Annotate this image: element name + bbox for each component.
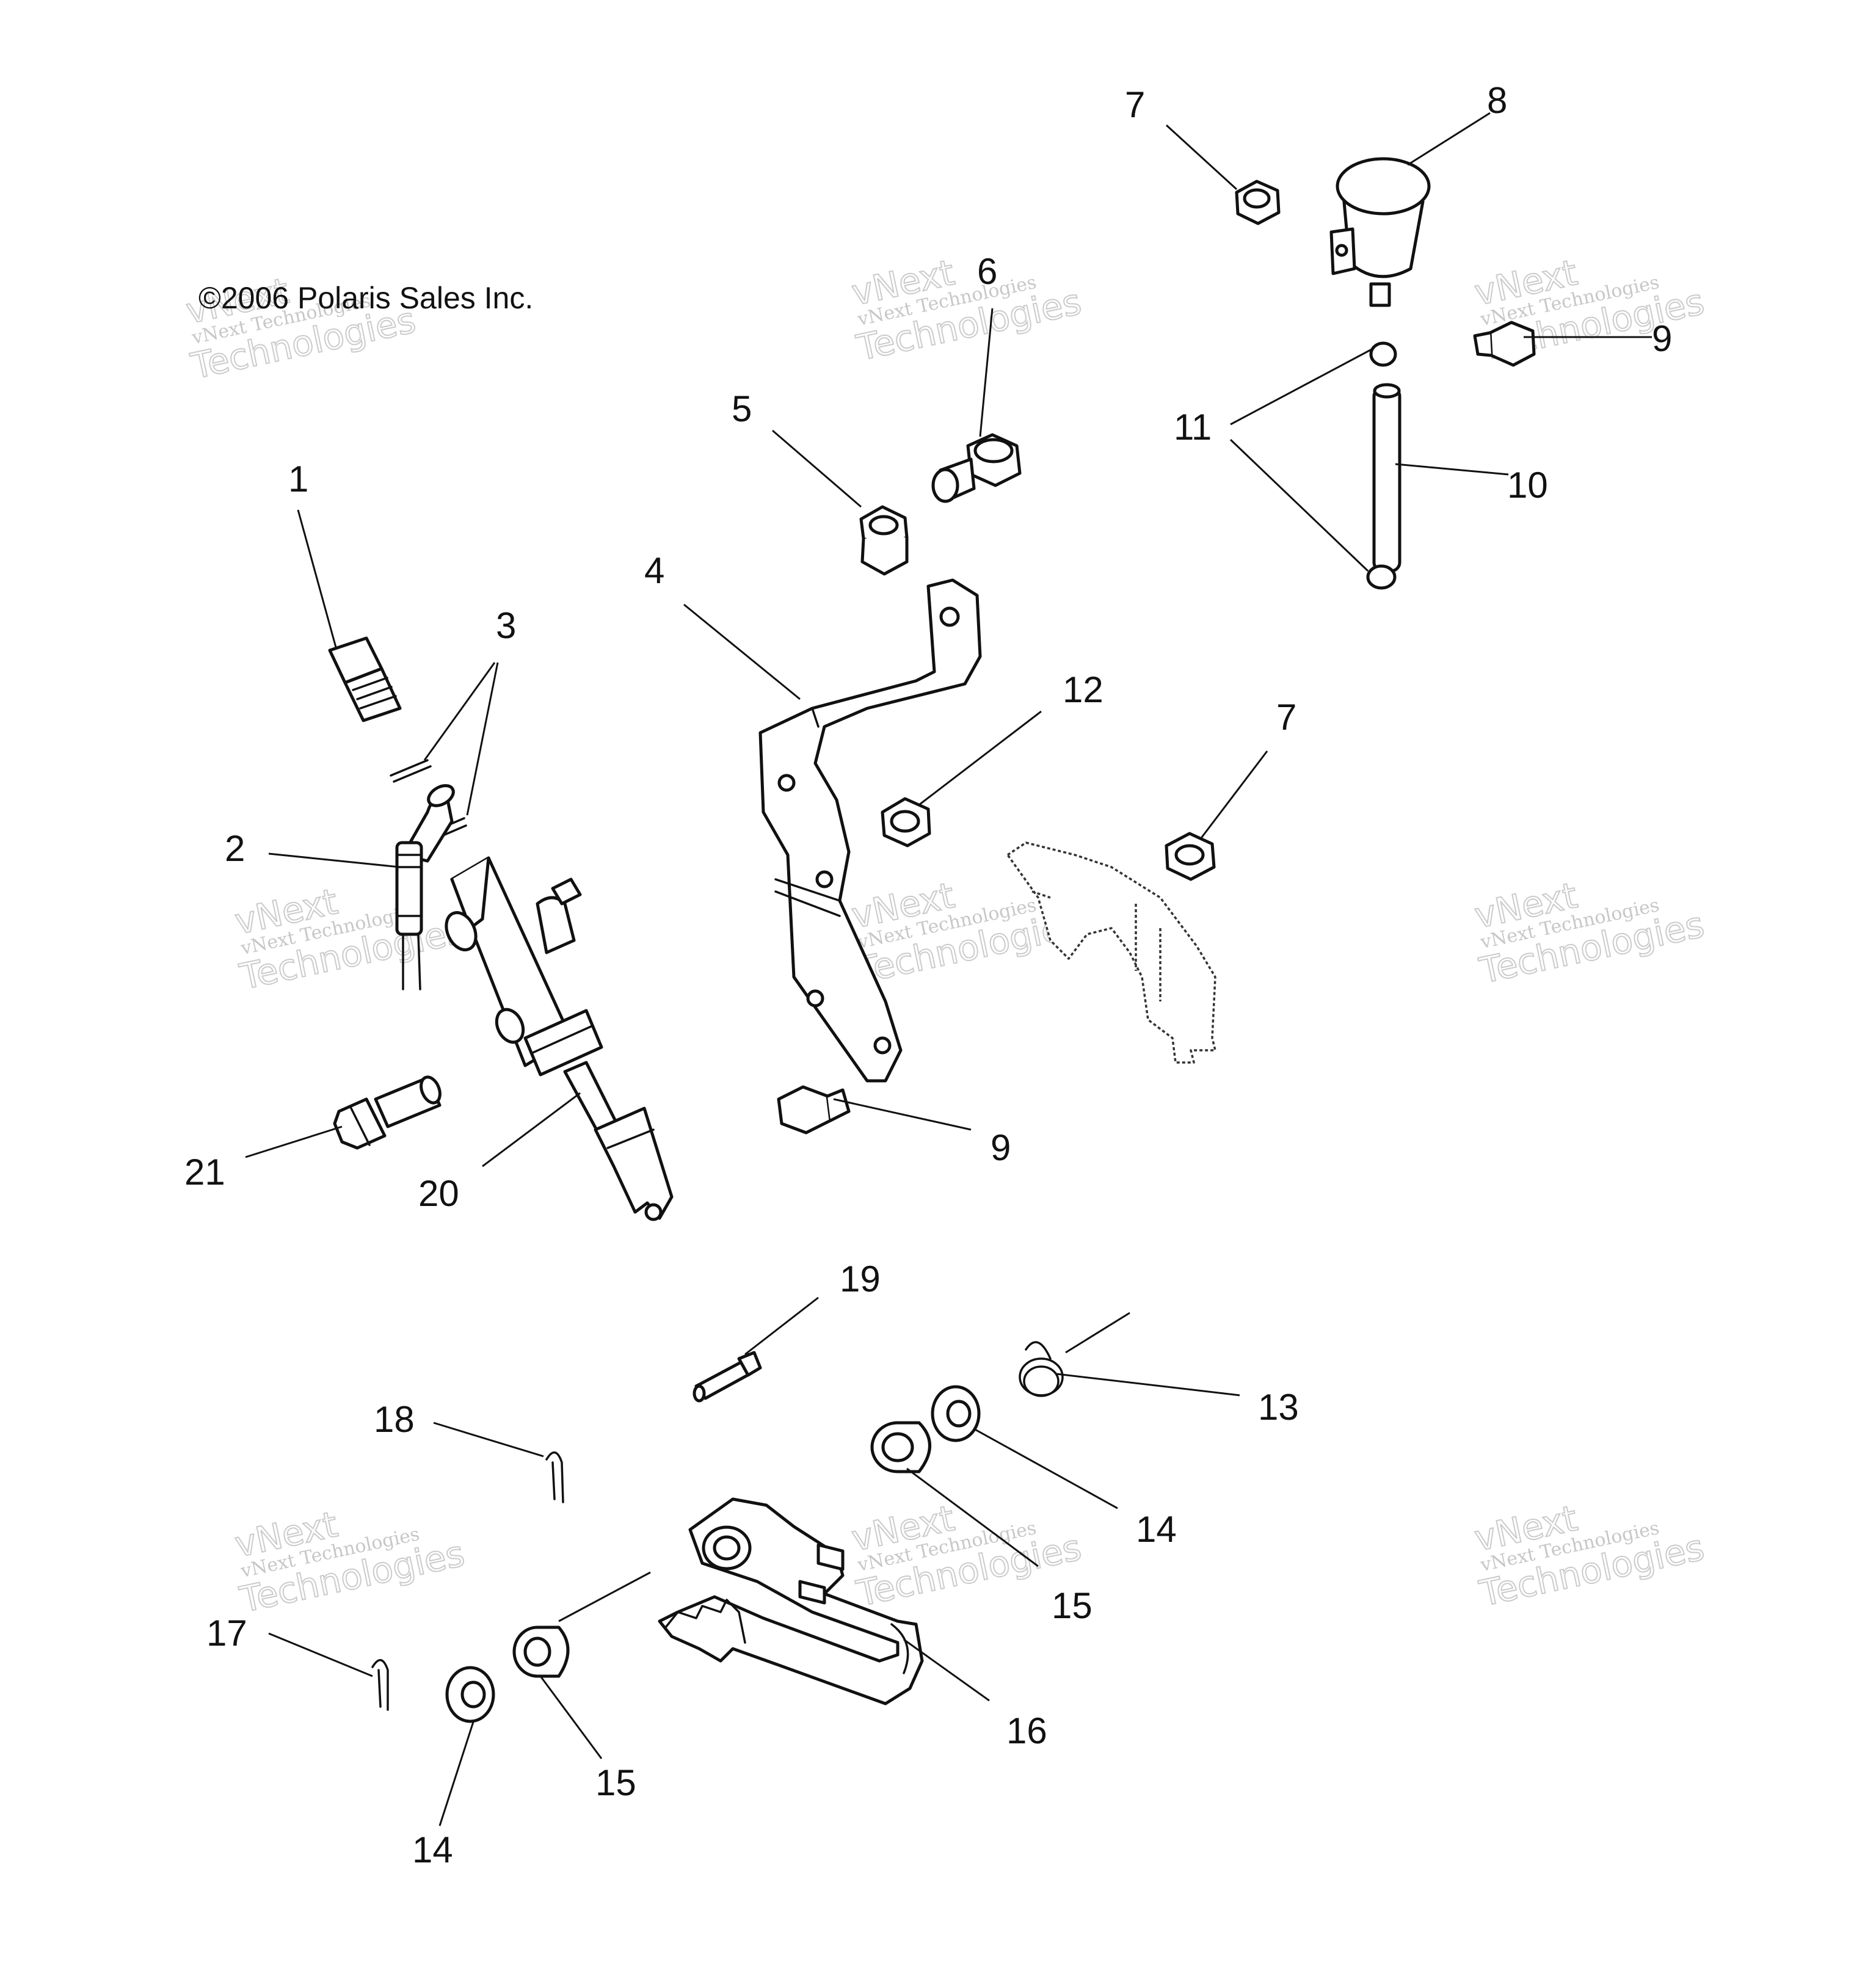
callout-15-upper: 15: [1052, 1585, 1093, 1626]
callout-21: 21: [184, 1152, 225, 1193]
part-7-nut-mid: [1165, 832, 1216, 881]
leader-7-top: [1165, 124, 1238, 191]
callout-2: 2: [225, 828, 245, 869]
callout-4: 4: [644, 550, 664, 591]
callout-16: 16: [1006, 1710, 1047, 1751]
callout-6: 6: [977, 251, 997, 292]
leader-14-upper: [973, 1428, 1118, 1509]
leader-11a: [1230, 347, 1375, 426]
watermark-top-left: vNext vNext Technologies Technologies: [182, 269, 420, 388]
part-15-bushing-lower: [512, 1625, 570, 1678]
leader-15-lower-a: [558, 1571, 651, 1622]
part-4-bracket: [758, 578, 982, 1083]
leader-6: [979, 308, 994, 437]
callout-14-lower: 14: [412, 1829, 453, 1870]
leader-16: [903, 1638, 990, 1702]
part-14-washer-lower: [445, 1666, 495, 1723]
callout-19: 19: [840, 1259, 881, 1299]
part-16-brake-pedal: [658, 1497, 924, 1705]
part-11-clamp-bottom: [1366, 564, 1397, 590]
part-20-master-cylinder: [445, 856, 674, 1221]
leader-3b: [466, 662, 499, 816]
leader-5: [772, 429, 862, 508]
callout-7-mid: 7: [1276, 697, 1296, 738]
watermark-bottom-left: vNext vNext Technologies Technologies: [231, 1503, 469, 1621]
part-10-hose: [1372, 383, 1402, 573]
leader-7-mid: [1199, 750, 1268, 840]
callout-3: 3: [496, 605, 516, 646]
part-1-bolt: [328, 636, 402, 722]
callout-8: 8: [1487, 80, 1507, 121]
callout-5: 5: [732, 388, 752, 429]
callout-9-lower: 9: [991, 1127, 1011, 1168]
part-6-shoulder-bolt: [931, 433, 1022, 503]
part-18-cotter-pin: [545, 1451, 564, 1503]
part-7-nut-top: [1235, 180, 1281, 225]
part-13-spring-clip: [1019, 1341, 1064, 1397]
part-14-washer-upper: [931, 1385, 981, 1442]
leader-4: [683, 603, 801, 700]
leader-13a: [1065, 1312, 1130, 1354]
callout-11: 11: [1174, 407, 1212, 448]
part-17-cotter-pin: [371, 1659, 389, 1711]
leader-15-upper: [906, 1467, 1039, 1567]
callout-1: 1: [288, 459, 308, 499]
part-9-bolt-top: [1473, 321, 1536, 367]
callout-15-lower: 15: [595, 1762, 636, 1803]
callout-7-top: 7: [1125, 84, 1145, 125]
leader-8: [1407, 112, 1491, 166]
part-21-bolt: [333, 1075, 442, 1150]
leader-21: [245, 1125, 343, 1158]
leader-19: [744, 1296, 819, 1356]
callout-18: 18: [374, 1399, 415, 1440]
callout-17: 17: [206, 1613, 247, 1654]
leader-1: [297, 509, 337, 648]
callout-12: 12: [1063, 669, 1103, 710]
part-19-pin: [693, 1351, 762, 1403]
leader-20: [482, 1092, 581, 1168]
leader-10: [1395, 463, 1509, 476]
part-5-nut: [859, 505, 909, 576]
leader-2: [268, 852, 401, 868]
callout-13: 13: [1258, 1387, 1299, 1428]
part-8-reservoir: [1329, 157, 1431, 307]
callout-numbers: 1 2 3 4 5 6 7 8 9 10 11 12 7 13 14 15 16…: [184, 80, 1672, 1870]
leader-18: [433, 1422, 544, 1458]
leader-11b: [1229, 438, 1369, 572]
watermark-mid-left: vNext vNext Technologies Technologies: [231, 880, 469, 998]
leader-17: [268, 1632, 373, 1677]
callout-10: 10: [1507, 465, 1548, 506]
leader-13b: [1056, 1373, 1240, 1397]
part-2-hose-fitting: [395, 784, 455, 990]
callout-14-upper: 14: [1136, 1509, 1177, 1550]
callout-9-top: 9: [1652, 318, 1672, 359]
part-9-bolt-lower: [777, 1085, 851, 1135]
copyright-text: ©2006 Polaris Sales Inc.: [198, 281, 533, 315]
reference-caliper-dashed: [1006, 841, 1216, 1064]
callout-20: 20: [418, 1173, 459, 1214]
part-15-bushing-upper: [870, 1421, 931, 1473]
leader-15-lower-b: [539, 1676, 603, 1759]
part-11-clamp-top: [1369, 341, 1397, 367]
part-12-nut: [881, 797, 931, 848]
leader-14-lower: [438, 1721, 474, 1826]
watermark-bottom-mid: vNext vNext Technologies Technologies: [848, 1497, 1086, 1615]
leader-9-lower: [833, 1098, 972, 1131]
leader-12: [918, 710, 1042, 806]
leader-3a: [423, 662, 496, 761]
watermark-mid-right: vNext vNext Technologies Technologies: [1471, 874, 1709, 992]
watermark-bottom-right: vNext vNext Technologies Technologies: [1471, 1497, 1709, 1615]
leader-lines: [245, 112, 1652, 1826]
watermark-top-mid: vNext vNext Technologies Technologies: [848, 251, 1086, 369]
